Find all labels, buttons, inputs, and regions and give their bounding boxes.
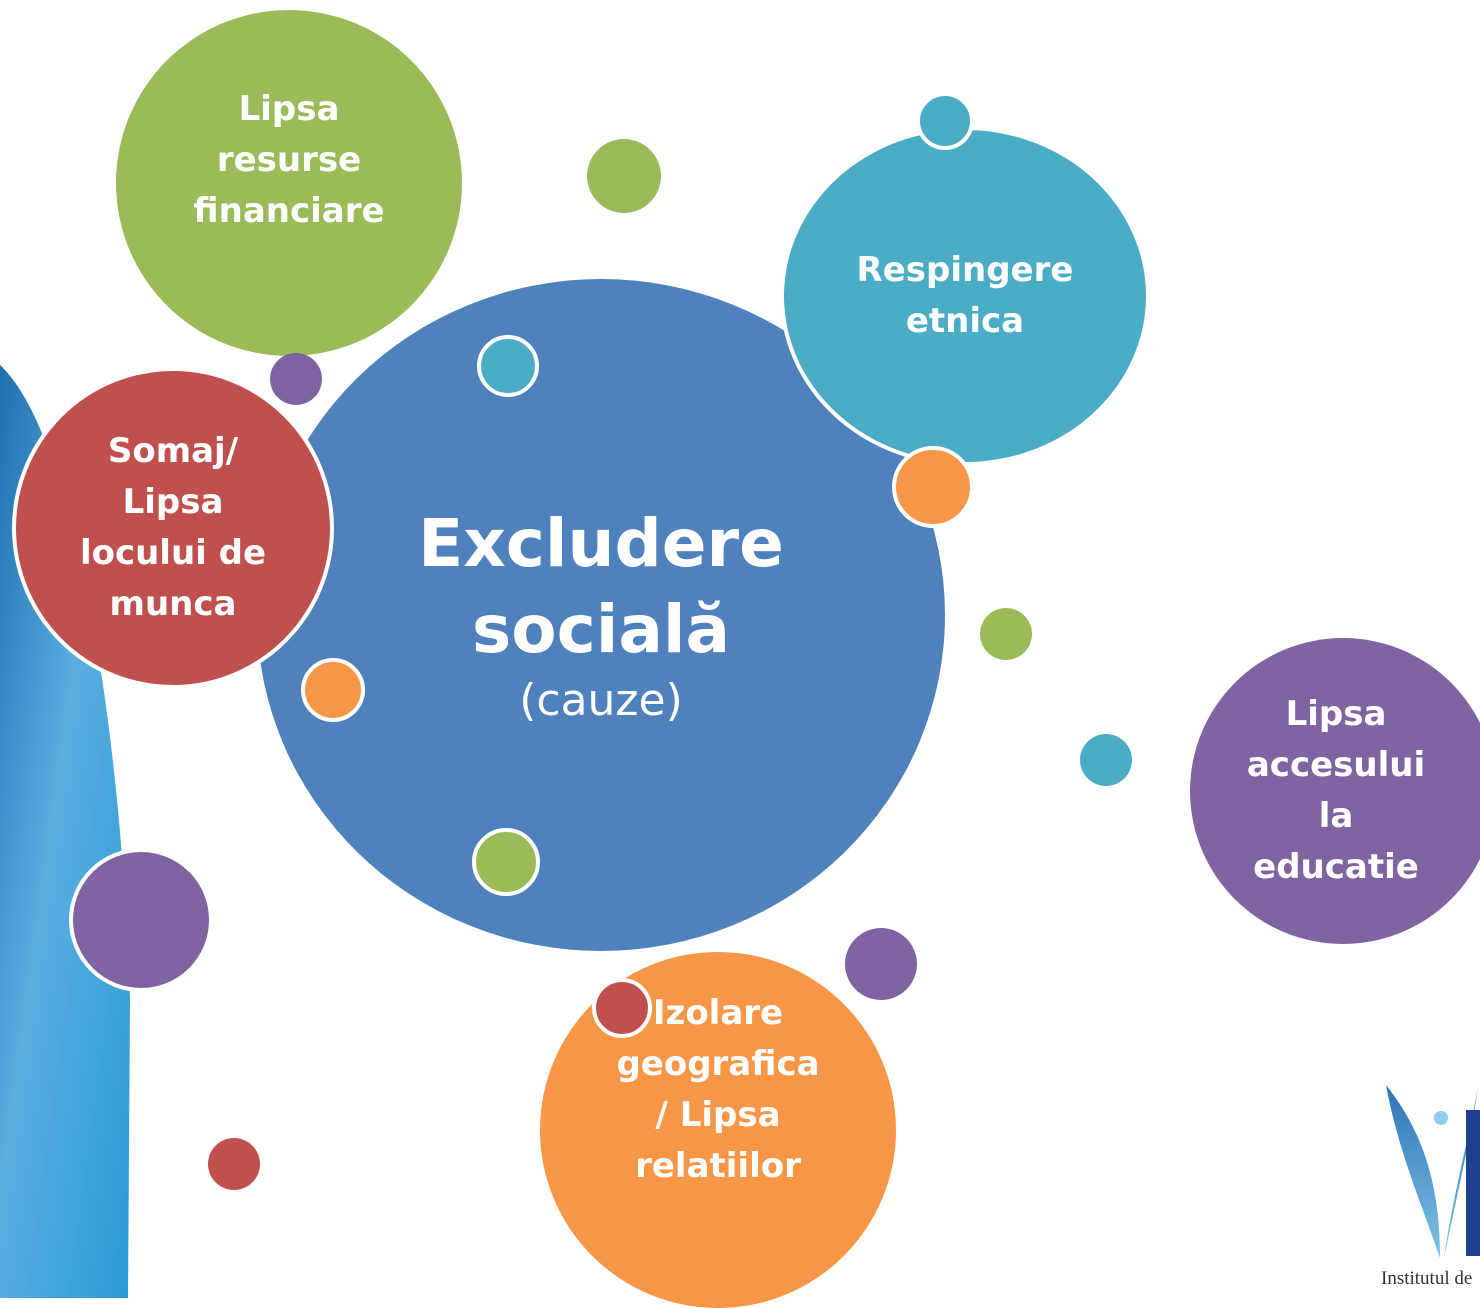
dot-purple-small [270, 353, 322, 405]
cause-line: Somaj/ [107, 431, 239, 471]
cause-line: Izolare [652, 993, 784, 1033]
cause-label-education: Lipsa accesului la educatie [1247, 689, 1425, 893]
cause-label-ethnic: Respingere etnica [857, 245, 1074, 347]
cause-bubble-financial: Lipsa resurse financiare [116, 10, 462, 356]
dot-green-bottom [472, 828, 540, 896]
cause-line: resurse [216, 139, 362, 180]
dot-teal-top [916, 92, 974, 150]
cause-line: etnica [905, 301, 1025, 341]
cause-line: accesului [1246, 745, 1426, 785]
dot-red-bottom [592, 978, 652, 1038]
dot-teal-right [1080, 734, 1132, 786]
dot-green-right [980, 608, 1032, 660]
cause-line: munca [109, 584, 237, 624]
cause-line: Lipsa [122, 482, 224, 522]
cause-label-unemployment: Somaj/ Lipsa locului de munca [80, 426, 266, 630]
dot-purple-large [69, 848, 213, 992]
cause-line: financiare [193, 190, 385, 231]
cause-line: Lipsa [1285, 694, 1387, 734]
center-subtitle: (cauze) [519, 675, 683, 726]
cause-bubble-unemployment: Somaj/ Lipsa locului de munca [12, 367, 334, 689]
center-label: Excludere socială (cauze) [418, 501, 784, 729]
cause-label-financial: Lipsa resurse financiare [193, 84, 384, 237]
cause-label-isolation: Izolare geografica / Lipsa relatiilor [616, 988, 819, 1192]
center-title-line-2: socială [471, 591, 731, 668]
dot-teal-center [477, 335, 539, 397]
cause-bubble-education: Lipsa accesului la educatie [1190, 638, 1480, 944]
dot-green-top [587, 139, 661, 213]
cause-line: locului de [79, 533, 267, 573]
cause-line: la [1318, 796, 1354, 836]
dot-orange-left [301, 658, 365, 722]
cause-line: Lipsa [238, 88, 340, 129]
cause-line: relatiilor [635, 1146, 801, 1186]
dot-orange-right [892, 446, 974, 528]
center-title-line-1: Excludere [418, 505, 784, 582]
dot-red-small [208, 1138, 260, 1190]
logo-caption: Institutul de [1381, 1268, 1473, 1289]
cause-line: Respingere [856, 250, 1074, 290]
center-bubble: Excludere socială (cauze) [253, 275, 949, 955]
cause-line: geografica [616, 1044, 820, 1084]
cause-line: / Lipsa [655, 1095, 781, 1135]
cause-line: educatie [1253, 847, 1419, 887]
dot-purple-bottom [845, 928, 917, 1000]
